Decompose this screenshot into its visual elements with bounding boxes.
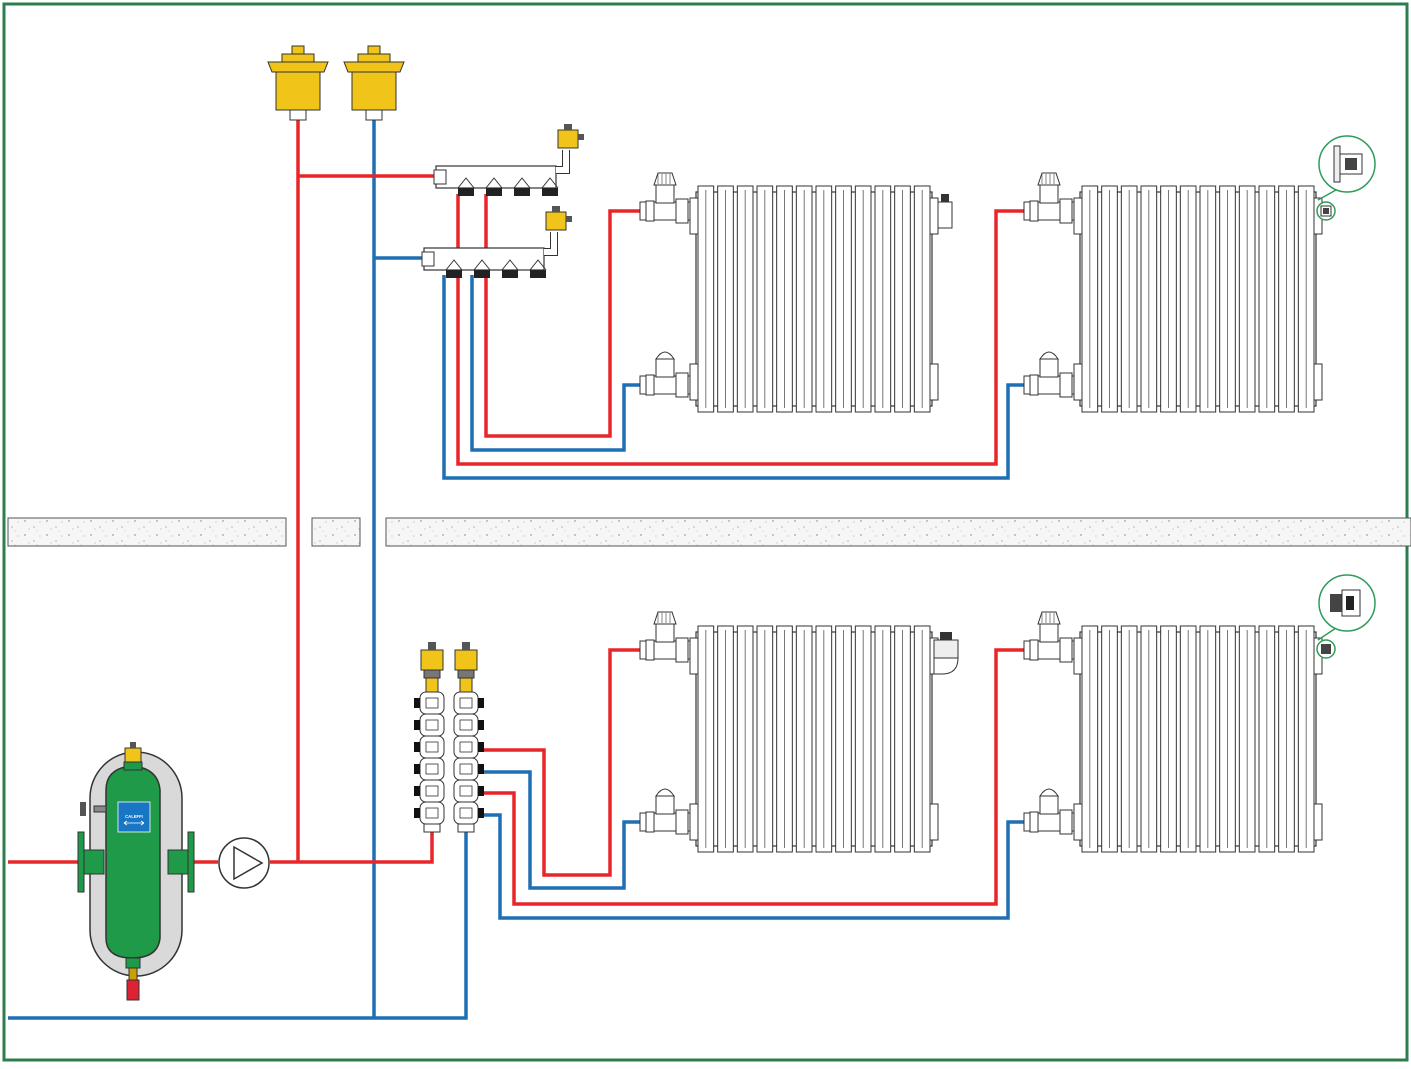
return-modular-bar bbox=[453, 642, 484, 833]
separator-label-brand: CALEFFI bbox=[125, 814, 143, 819]
radiator-vent-icon bbox=[933, 632, 959, 675]
return-bar-manifold bbox=[421, 206, 572, 278]
lower-return-pipe-2 bbox=[478, 813, 1024, 920]
radiator-icon bbox=[639, 611, 959, 853]
upper-return-pipe-2 bbox=[442, 275, 1024, 480]
upper-return-pipe-1 bbox=[470, 275, 640, 452]
top-air-vents bbox=[267, 45, 405, 121]
separator-label-plate bbox=[117, 801, 151, 833]
floor-slab bbox=[7, 517, 1411, 547]
radiator-vent-icon bbox=[937, 201, 953, 229]
flow-bar-manifold bbox=[433, 124, 584, 196]
radiator-valve-icon bbox=[639, 172, 691, 224]
lower-flow-pipe-2 bbox=[478, 648, 1024, 906]
flow-main-pipe bbox=[270, 830, 434, 864]
separator-icon: CALEFFI bbox=[77, 742, 195, 1001]
lower-callout bbox=[1316, 574, 1376, 659]
bar-manifolds bbox=[421, 124, 584, 278]
lockshield-valve-icon bbox=[1023, 351, 1075, 398]
flow-modular-bar bbox=[414, 642, 445, 833]
radiator-icon bbox=[1023, 611, 1323, 853]
upper-callout bbox=[1316, 135, 1376, 221]
radiator-icon bbox=[1023, 172, 1323, 413]
lockshield-valve-icon bbox=[639, 788, 691, 835]
return-pipes bbox=[8, 118, 1024, 1020]
upper-flow-pipe-1 bbox=[484, 194, 640, 438]
lower-return-pipe-1 bbox=[478, 770, 640, 890]
air-vent-icon bbox=[267, 45, 329, 121]
radiator-icon bbox=[639, 172, 953, 413]
lockshield-valve-icon bbox=[639, 351, 691, 398]
return-main-pipe bbox=[8, 830, 468, 1020]
pump-icon bbox=[218, 837, 270, 889]
upper-flow-pipe-2 bbox=[456, 194, 1024, 466]
radiators bbox=[639, 172, 1323, 853]
flow-pipes bbox=[8, 118, 1024, 906]
radiator-valve-icon bbox=[1023, 172, 1075, 224]
radiator-valve-icon bbox=[1023, 611, 1075, 663]
modular-manifold bbox=[414, 642, 484, 833]
lower-flow-pipe-1 bbox=[478, 648, 640, 877]
lockshield-valve-icon bbox=[1023, 788, 1075, 835]
air-vent-icon bbox=[343, 45, 405, 121]
radiator-valve-icon bbox=[639, 611, 691, 663]
